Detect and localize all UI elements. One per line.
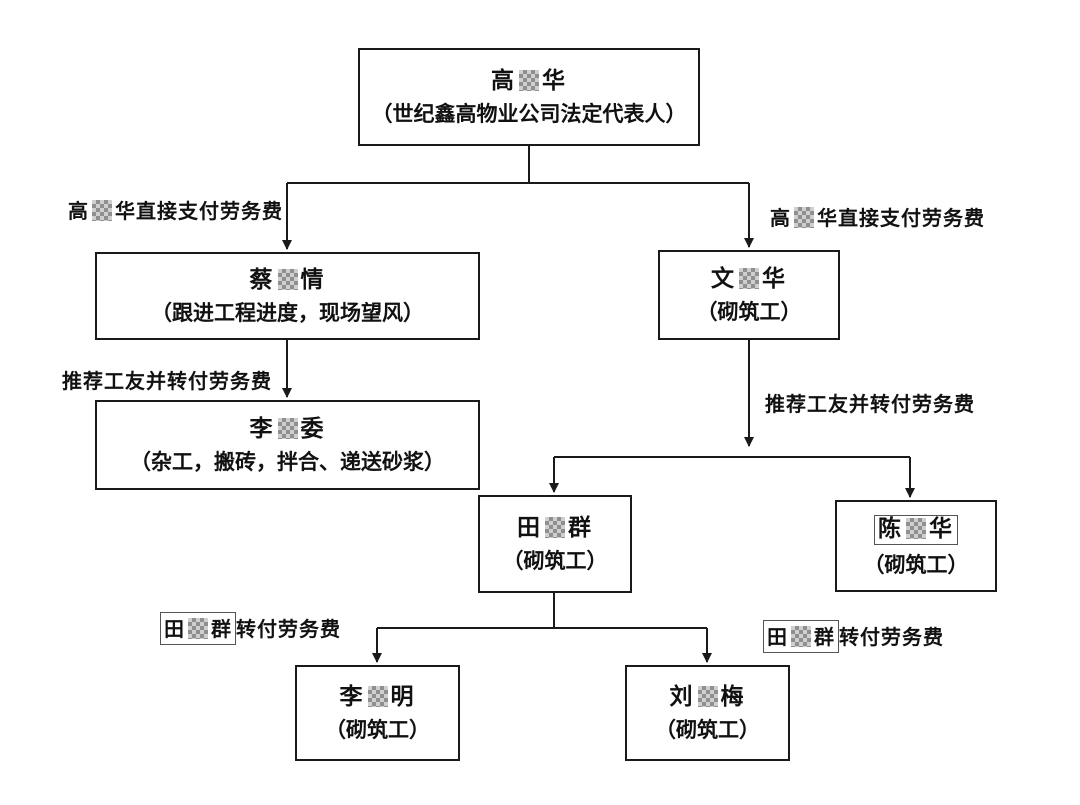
- node-gao-legal-representative: 高华 （世纪鑫高物业公司法定代表人）: [358, 48, 700, 146]
- boxed-name: 陈华: [874, 515, 958, 545]
- name-part: 华: [542, 68, 567, 94]
- name-part: 李: [339, 684, 365, 710]
- person-role: （砌筑工）: [863, 552, 969, 577]
- name-part: 群: [568, 515, 593, 541]
- redacted-character: [277, 269, 298, 291]
- person-role: （世纪鑫高物业公司法定代表人）: [371, 101, 687, 126]
- person-role: （砌筑工）: [655, 717, 760, 742]
- person-name: 陈华: [874, 515, 958, 545]
- person-name: 蔡情: [250, 267, 326, 292]
- label-part: 田: [767, 627, 788, 649]
- name-part: 陈: [878, 516, 903, 542]
- name-part: 华: [929, 516, 954, 542]
- redacted-character: [92, 200, 112, 221]
- label-part: 华直接支付劳务费: [817, 208, 985, 230]
- name-part: 文: [711, 266, 736, 292]
- person-name: 李明: [340, 684, 416, 709]
- redacted-character: [277, 418, 298, 440]
- redacted-character: [697, 686, 718, 708]
- redacted-character: [367, 686, 388, 708]
- name-part: 李: [249, 416, 275, 442]
- label-part: 华直接支付劳务费: [115, 201, 283, 223]
- label-part: 转付劳务费: [839, 627, 944, 649]
- boxed-name: 田群: [160, 612, 236, 645]
- label-part: 群: [814, 627, 835, 649]
- name-part: 情: [300, 267, 326, 293]
- redacted-character: [545, 517, 565, 539]
- redacted-character: [188, 618, 208, 639]
- name-part: 明: [390, 684, 416, 710]
- label-part: 转付劳务费: [236, 619, 341, 641]
- redacted-character: [791, 626, 811, 647]
- edge-label-refer-left: 推荐工友并转付劳务费: [62, 365, 272, 394]
- node-cai-site-lookout: 蔡情 （跟进工程进度，现场望风）: [95, 252, 480, 340]
- boxed-name: 田群: [763, 620, 839, 653]
- person-name: 刘梅: [670, 684, 746, 709]
- edge-label-direct-pay-left: 高 华直接支付劳务费: [68, 195, 283, 224]
- name-part: 田: [517, 515, 542, 541]
- node-liming-bricklayer: 李明 （砌筑工）: [295, 665, 460, 761]
- label-part: 田: [164, 619, 185, 641]
- redacted-character: [739, 268, 759, 290]
- person-name: 李委: [250, 416, 326, 441]
- person-role: （跟进工程进度，现场望风）: [151, 300, 424, 325]
- edge-label-tian-pay-left: 田群转付劳务费: [160, 612, 341, 645]
- edges-top-split: [282, 146, 754, 250]
- node-chen-bricklayer: 陈华 （砌筑工）: [835, 500, 997, 592]
- label-part: 推荐工友并转付劳务费: [765, 394, 975, 416]
- redacted-character: [906, 518, 926, 540]
- node-tian-bricklayer: 田群 （砌筑工）: [478, 495, 632, 593]
- person-role: （砌筑工）: [696, 299, 802, 324]
- label-part: 群: [211, 619, 232, 641]
- label-part: 高: [68, 201, 89, 223]
- name-part: 委: [300, 416, 326, 442]
- name-part: 高: [491, 68, 516, 94]
- person-role: （杂工，搬砖，拌合、递送砂浆）: [130, 449, 445, 474]
- label-part: 推荐工友并转付劳务费: [62, 371, 272, 393]
- redacted-character: [519, 70, 539, 92]
- redacted-character: [794, 207, 814, 228]
- name-part: 华: [762, 266, 787, 292]
- person-role: （砌筑工）: [502, 548, 608, 573]
- person-role: （砌筑工）: [325, 717, 430, 742]
- name-part: 刘: [669, 684, 695, 710]
- node-wen-bricklayer: 文华 （砌筑工）: [658, 250, 840, 340]
- person-name: 文华: [711, 266, 787, 291]
- edge-label-tian-pay-right: 田群转付劳务费: [763, 620, 944, 653]
- edge-label-refer-right: 推荐工友并转付劳务费: [765, 388, 975, 417]
- person-name: 田群: [517, 515, 593, 540]
- edge-label-direct-pay-right: 高 华直接支付劳务费: [770, 202, 985, 231]
- edges-wen-split: [549, 340, 915, 498]
- name-part: 蔡: [249, 267, 275, 293]
- node-liwei-laborer: 李委 （杂工，搬砖，拌合、递送砂浆）: [95, 400, 480, 490]
- edges-tian-split: [372, 593, 712, 663]
- node-liu-bricklayer: 刘梅 （砌筑工）: [625, 665, 790, 761]
- name-part: 梅: [720, 684, 746, 710]
- label-part: 高: [770, 208, 791, 230]
- person-name: 高华: [491, 68, 567, 93]
